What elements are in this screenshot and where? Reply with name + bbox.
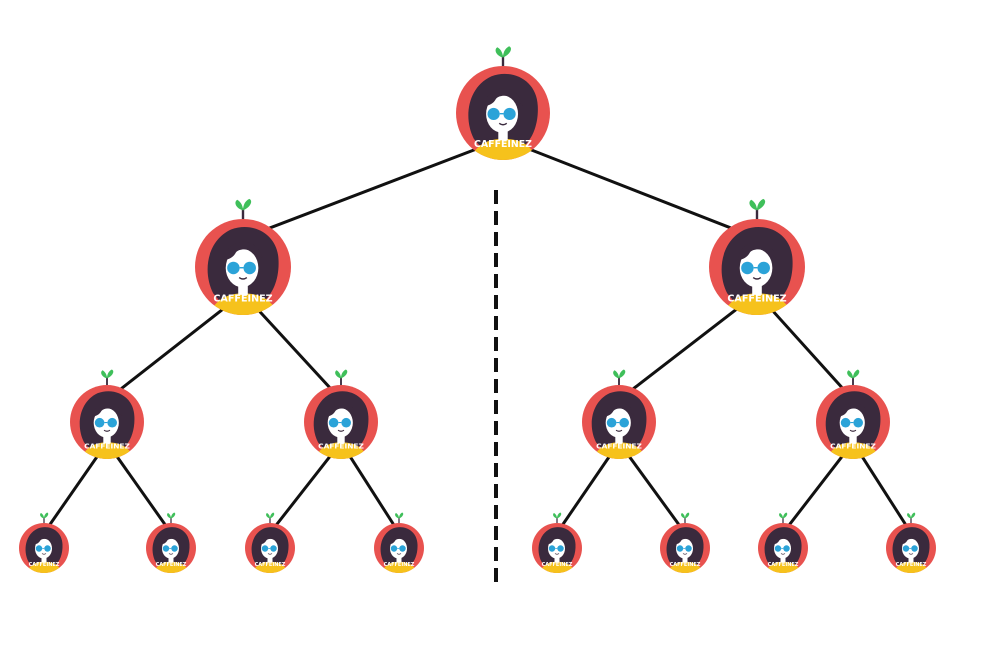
girl-avatar-icon: CAFFEINEZ — [660, 513, 710, 576]
tree-edge — [105, 441, 173, 534]
avatar-caption: CAFFEINEZ — [670, 562, 701, 568]
tree-edge — [617, 441, 687, 534]
girl-avatar-icon: CAFFEINEZ — [886, 513, 936, 576]
girl-avatar-icon: CAFFEINEZ — [304, 369, 378, 462]
tree-edge — [781, 441, 855, 534]
girl-avatar-icon: CAFFEINEZ — [146, 513, 196, 576]
tree-edge — [502, 137, 758, 240]
avatar-caption: CAFFEINEZ — [474, 139, 532, 150]
girl-avatar-icon: CAFFEINEZ — [245, 513, 295, 576]
girl-avatar-icon: CAFFEINEZ — [758, 513, 808, 576]
girl-avatar-icon: CAFFEINEZ — [374, 513, 424, 576]
tree-edge — [268, 441, 343, 534]
avatar-caption: CAFFEINEZ — [384, 562, 415, 568]
girl-avatar-icon: CAFFEINEZ — [709, 199, 805, 320]
avatar-caption: CAFFEINEZ — [84, 442, 130, 451]
tree-edges — [42, 137, 913, 534]
tree-nodes: CAFFEINEZ CAFFEINEZ CAFFEINEZ CAFFEINEZ CAFF… — [19, 46, 936, 575]
girl-avatar-icon: CAFFEINEZ — [19, 513, 69, 576]
avatar-caption: CAFFEINEZ — [29, 562, 60, 568]
girl-avatar-icon: CAFFEINEZ — [582, 369, 656, 462]
avatar-caption: CAFFEINEZ — [830, 442, 876, 451]
avatar-caption: CAFFEINEZ — [727, 294, 786, 305]
avatar-caption: CAFFEINEZ — [318, 442, 364, 451]
girl-avatar-icon: CAFFEINEZ — [816, 369, 890, 462]
avatar-caption: CAFFEINEZ — [255, 562, 286, 568]
avatar-caption: CAFFEINEZ — [156, 562, 187, 568]
avatar-caption: CAFFEINEZ — [542, 562, 573, 568]
avatar-caption: CAFFEINEZ — [596, 442, 642, 451]
avatar-caption: CAFFEINEZ — [213, 294, 272, 305]
avatar-caption: CAFFEINEZ — [896, 562, 927, 568]
tree-edge — [618, 292, 758, 401]
girl-avatar-icon: CAFFEINEZ — [456, 46, 550, 164]
girl-avatar-icon: CAFFEINEZ — [195, 199, 291, 320]
girl-avatar-icon: CAFFEINEZ — [70, 369, 144, 462]
tree-edge — [106, 292, 244, 401]
girl-avatar-icon: CAFFEINEZ — [532, 513, 582, 576]
avatar-caption: CAFFEINEZ — [768, 562, 799, 568]
tree-edge — [242, 137, 504, 240]
